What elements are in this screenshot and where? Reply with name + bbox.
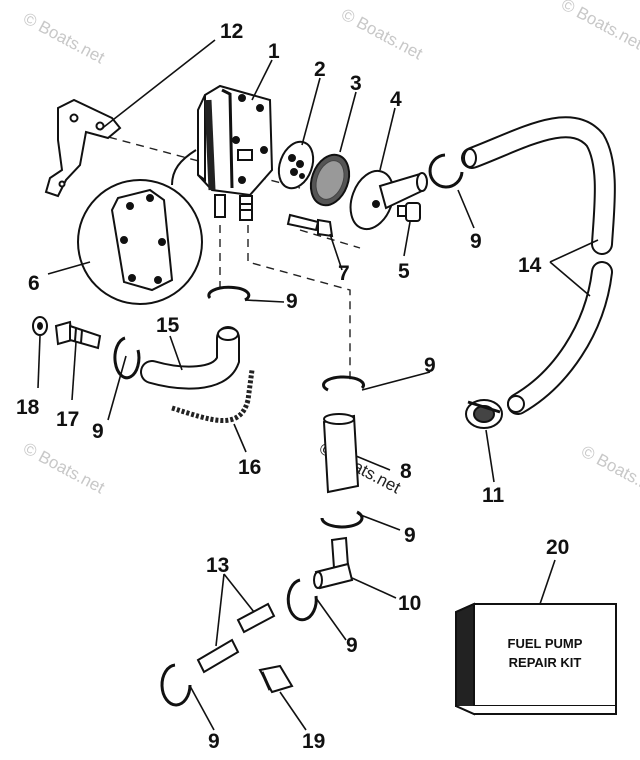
part-15-elbow-hose (140, 326, 240, 390)
callout-20: 20 (546, 536, 569, 559)
callout-6: 6 (28, 272, 40, 295)
callout-15: 15 (156, 314, 180, 337)
callout-3: 3 (350, 72, 362, 95)
callout-2: 2 (314, 58, 326, 81)
part-8-tube (322, 413, 360, 494)
callout-10: 10 (398, 592, 421, 615)
part-9-clamp-a (428, 153, 464, 189)
part-13-tubes (196, 602, 276, 674)
callout-9-e: 9 (404, 524, 416, 547)
callout-12: 12 (220, 20, 243, 43)
callout-9-c: 9 (424, 354, 436, 377)
callout-9-g: 9 (208, 730, 220, 753)
part-16-spring (171, 369, 255, 423)
kit-label-line2: REPAIR KIT (509, 655, 582, 670)
callout-16: 16 (238, 456, 261, 479)
callout-19: 19 (302, 730, 325, 753)
part-9-clamp-f (286, 578, 318, 622)
part-1-fuel-pump (171, 84, 274, 221)
part-10-elbow-fitting (313, 536, 354, 590)
callout-9-b: 9 (286, 290, 298, 313)
callout-11: 11 (482, 484, 505, 507)
callout-7: 7 (338, 262, 350, 285)
watermark-top-right: © Boats.net (558, 0, 640, 53)
part-9-clamp-g (160, 663, 192, 707)
callout-4: 4 (390, 88, 402, 111)
part-17-fitting (54, 320, 102, 350)
watermark-top-center: © Boats.net (338, 5, 426, 64)
watermark-top-left: © Boats.net (20, 9, 108, 68)
part-2-plate (277, 140, 315, 190)
kit-label-line1: FUEL PUMP (508, 636, 583, 651)
part-9-clamp-e (320, 510, 364, 529)
part-7-screw (286, 213, 334, 238)
part-4-cover (349, 169, 428, 231)
callout-17: 17 (56, 408, 79, 431)
part-5-screw (397, 202, 421, 222)
part-19-clip (258, 664, 294, 694)
callout-9-d: 9 (92, 420, 104, 443)
part-11-hose-clip (465, 399, 503, 429)
watermark-mid-left: © Boats.net (20, 439, 108, 498)
callout-1: 1 (268, 40, 280, 63)
part-9-clamp-d (322, 375, 365, 392)
part-9-clamp-c (113, 336, 141, 380)
callout-numbers: 12 1 2 3 4 6 9 5 7 14 9 15 9 18 17 9 16 … (16, 20, 569, 753)
part-20-repair-kit: FUEL PUMP REPAIR KIT (455, 602, 617, 716)
leader-lines (37, 39, 599, 731)
part-6-gasket (77, 179, 203, 305)
part-3-screen (309, 153, 351, 207)
callout-14: 14 (518, 254, 542, 277)
callout-8: 8 (400, 460, 412, 483)
callout-9-a: 9 (470, 230, 482, 253)
callout-13: 13 (206, 554, 229, 577)
callout-9-f: 9 (346, 634, 358, 657)
part-9-clamp-b (207, 285, 251, 302)
callout-18: 18 (16, 396, 40, 419)
callout-5: 5 (398, 260, 410, 283)
part-12-bracket (44, 98, 122, 198)
watermark-mid-right: © Boats.net (578, 442, 640, 501)
part-14-hose (461, 116, 616, 415)
part-18-washer (32, 316, 48, 336)
